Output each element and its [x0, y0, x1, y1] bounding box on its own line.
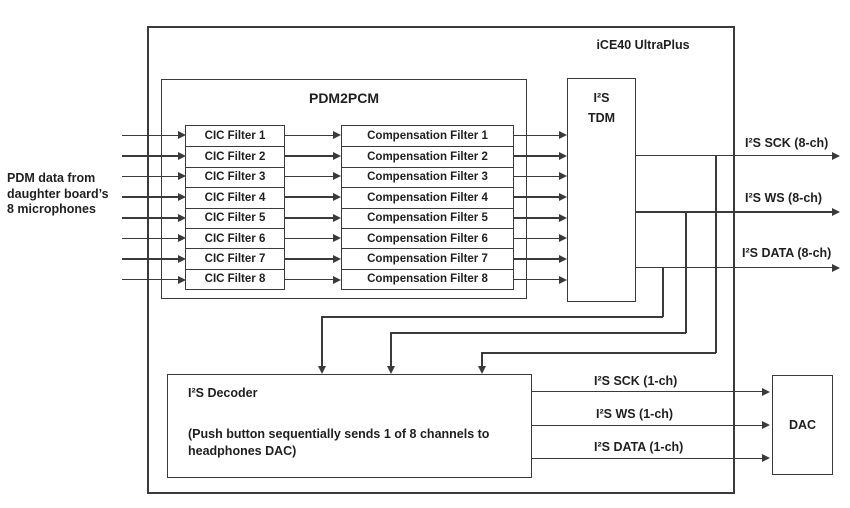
sck-tap-wire-horizontal — [481, 352, 717, 354]
i2s-data-1ch-label: I²S DATA (1-ch) — [594, 440, 684, 454]
i2s-tdm-label-line1: I²S — [593, 91, 610, 105]
comp-to-tdm-wire — [514, 134, 559, 137]
pdm-source-note-line3: 8 microphones — [7, 202, 96, 216]
i2s-ws-8ch-label: I²S WS (8-ch) — [745, 191, 823, 205]
ws-tap-wire-drop — [390, 332, 392, 366]
i2s-sck-1ch-label: I²S SCK (1-ch) — [594, 374, 678, 388]
i2s-sck-1ch-wire — [532, 390, 762, 393]
comp-to-tdm-wire — [514, 258, 559, 260]
pdm2pcm-title: PDM2PCM — [308, 90, 379, 106]
cic-to-comp-wire — [285, 196, 333, 198]
i2s-sck-8ch-wire — [636, 154, 832, 157]
ice40-ultraplus-label: iCE40 UltraPlus — [596, 38, 690, 52]
i2s-ws-8ch-wire — [636, 211, 832, 213]
i2s-data-8ch-label: I²S DATA (8-ch) — [742, 246, 832, 260]
i2s-decoder-title: I²S Decoder — [188, 386, 258, 400]
compensation-filter-box: Compensation Filter 1 — [367, 130, 488, 143]
cic-filter-box: CIC Filter 1 — [204, 130, 266, 143]
pdm-input-wire — [122, 196, 178, 198]
ws-tap-wire-horizontal — [390, 332, 687, 334]
i2s-ws-1ch-wire — [532, 424, 762, 427]
cic-filter-box: CIC Filter 8 — [186, 268, 284, 289]
i2s-decoder-box: I²S Decoder (Push button sequentially se… — [167, 374, 532, 478]
i2s-ws-1ch-label: I²S WS (1-ch) — [596, 407, 674, 421]
sck-tap-wire-vertical — [715, 155, 717, 353]
ws-tap-wire-vertical — [685, 211, 687, 334]
compensation-filter-box: Compensation Filter 3 — [342, 166, 513, 187]
pdm-source-note-line1: PDM data from — [7, 171, 96, 185]
dac-label: DAC — [788, 418, 817, 432]
i2s-sck-8ch-label: I²S SCK (8-ch) — [745, 136, 829, 150]
cic-to-comp-wire — [285, 237, 333, 240]
ice40-ultraplus-box — [147, 26, 735, 494]
dac-box: DAC — [772, 375, 833, 475]
sck-tap-wire-drop — [481, 352, 483, 366]
cic-to-comp-wire — [285, 155, 333, 157]
pdm-input-wire — [122, 258, 178, 260]
cic-filter-box: CIC Filter 5 — [186, 207, 284, 228]
i2s-data-8ch-wire — [636, 266, 832, 269]
cic-filter-column: CIC Filter 1 CIC Filter 2 CIC Filter 3 C… — [185, 125, 285, 290]
cic-filter-box: CIC Filter 6 — [186, 227, 284, 248]
pdm-source-note-line2: daughter board’s — [7, 186, 109, 201]
pdm-input-wire — [122, 175, 178, 178]
compensation-filter-box: Compensation Filter 7 — [342, 248, 513, 268]
i2s-tdm-box: I²S TDM — [567, 78, 636, 302]
data-tap-wire-horizontal — [321, 316, 664, 318]
compensation-filter-box: Compensation Filter 4 — [342, 187, 513, 207]
i2s-decoder-note: (Push button sequentially sends 1 of 8 c… — [188, 427, 490, 458]
pdm-input-wire — [122, 217, 178, 219]
comp-to-tdm-wire — [514, 155, 559, 157]
compensation-filter-box: Compensation Filter 2 — [342, 146, 513, 166]
pdm-input-wire — [122, 278, 178, 281]
i2s-tdm-label-line2: TDM — [587, 111, 616, 125]
cic-filter-box: CIC Filter 3 — [186, 166, 284, 187]
data-tap-wire-drop — [321, 316, 323, 366]
data-tap-wire-vertical — [662, 266, 664, 317]
cic-filter-box: CIC Filter 7 — [186, 248, 284, 268]
pdm-source-note: PDM data from daughter board’s 8 microph… — [7, 171, 109, 218]
cic-filter-box: CIC Filter 4 — [186, 187, 284, 207]
comp-to-tdm-wire — [514, 237, 559, 240]
comp-to-tdm-wire — [514, 278, 559, 281]
cic-to-comp-wire — [285, 278, 333, 281]
cic-to-comp-wire — [285, 258, 333, 260]
comp-to-tdm-wire — [514, 175, 559, 178]
compensation-filter-box: Compensation Filter 8 — [342, 268, 513, 289]
compensation-filter-box: Compensation Filter 5 — [342, 207, 513, 228]
cic-filter-box: CIC Filter 2 — [186, 146, 284, 166]
cic-to-comp-wire — [285, 134, 333, 137]
compensation-filter-column: Compensation Filter 1 Compensation Filte… — [341, 125, 514, 290]
cic-to-comp-wire — [285, 175, 333, 178]
pdm-input-wire — [122, 134, 178, 137]
pdm-input-wire — [122, 237, 178, 240]
cic-to-comp-wire — [285, 217, 333, 219]
pdm-input-wire — [122, 155, 178, 157]
comp-to-tdm-wire — [514, 217, 559, 219]
i2s-data-1ch-wire — [532, 457, 762, 460]
compensation-filter-box: Compensation Filter 6 — [342, 227, 513, 248]
comp-to-tdm-wire — [514, 196, 559, 198]
